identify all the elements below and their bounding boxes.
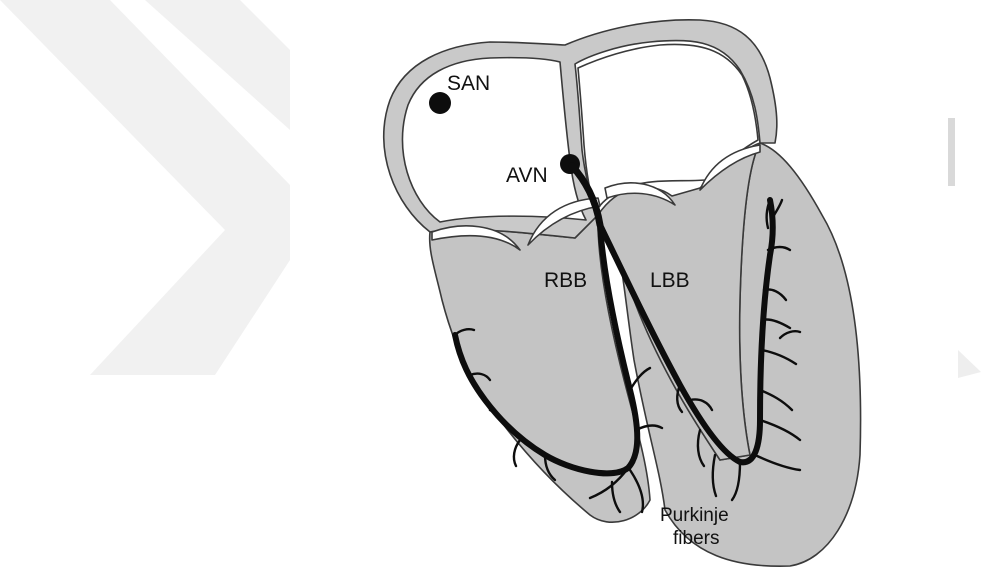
- label-lbb: LBB: [650, 269, 690, 292]
- label-purkinje-line2: fibers: [673, 528, 719, 549]
- watermark-bar: [948, 118, 955, 186]
- watermark-chevron: [958, 350, 981, 378]
- label-rbb: RBB: [544, 269, 587, 292]
- right-atrium-cavity: [402, 58, 586, 222]
- label-san: SAN: [447, 72, 490, 95]
- label-avn: AVN: [506, 164, 548, 187]
- label-purkinje-line1: Purkinje: [660, 505, 729, 526]
- san-node: [429, 92, 451, 114]
